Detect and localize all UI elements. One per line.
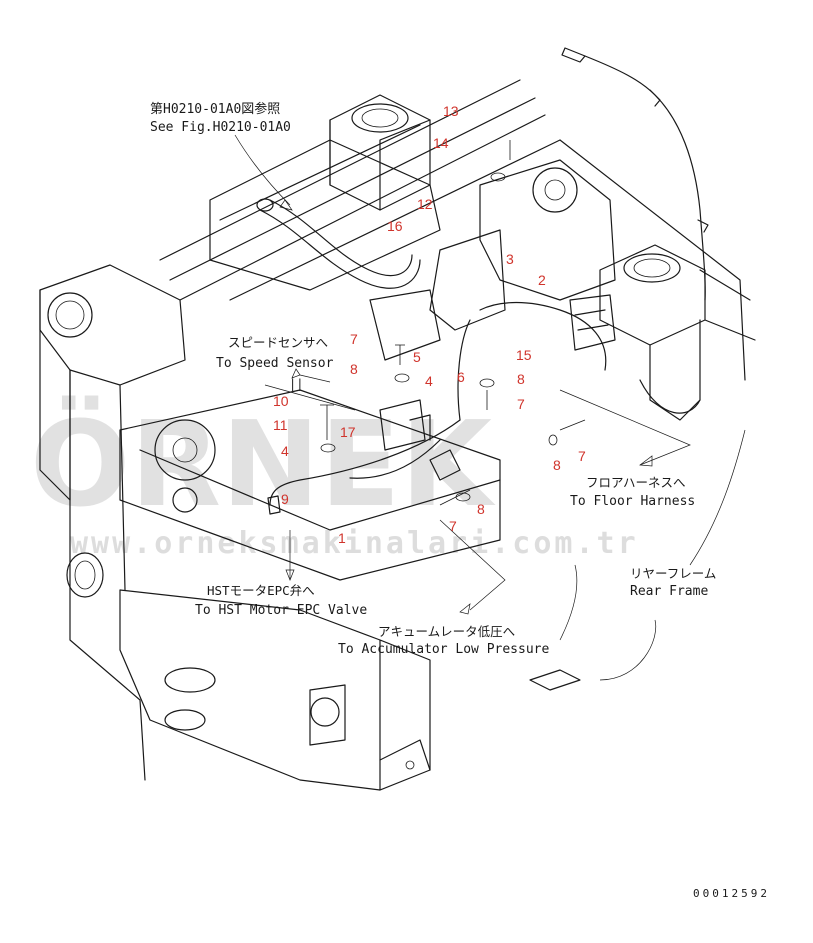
ref-figure-label-ja: 第H0210-01A0図参照 <box>150 101 280 117</box>
part-number-17: 17 <box>340 424 356 440</box>
floor-harness-label-ja: フロアハーネスへ <box>586 475 686 490</box>
accumulator-label-ja: アキュームレータ低圧へ <box>378 624 515 639</box>
part-number-4: 4 <box>425 373 433 389</box>
rear-frame-drawing <box>39 47 756 791</box>
part-number-8: 8 <box>350 361 358 377</box>
part-number-7: 7 <box>449 518 457 534</box>
part-number-15: 15 <box>516 347 532 363</box>
rear-frame-label-en: Rear Frame <box>630 584 708 599</box>
part-number-8: 8 <box>517 371 525 387</box>
part-numbers: 1 2 3 4 4 5 6 7 7 7 7 8 8 8 8 9 10 11 12… <box>273 103 586 546</box>
part-number-5: 5 <box>413 349 421 365</box>
speed-sensor-label-ja: スピードセンサへ <box>228 335 328 350</box>
part-number-4: 4 <box>281 443 289 459</box>
rear-frame-label-ja: リヤーフレーム <box>630 566 716 581</box>
part-number-13: 13 <box>443 103 459 119</box>
part-number-7: 7 <box>517 396 525 412</box>
floor-harness-label-en: To Floor Harness <box>570 494 695 509</box>
ref-figure-label-en: See Fig.H0210-01A0 <box>150 120 291 135</box>
part-number-10: 10 <box>273 393 289 409</box>
callouts: 第H0210-01A0図参照 See Fig.H0210-01A0 スピードセン… <box>150 101 716 657</box>
equals-mark: || <box>289 377 303 391</box>
watermark-site: www.orneksmakinalari.com.tr <box>70 526 639 561</box>
drawing-number: 00012592 <box>693 887 770 900</box>
part-number-3: 3 <box>506 251 514 267</box>
part-number-9: 9 <box>281 491 289 507</box>
part-number-12: 12 <box>417 196 433 212</box>
hst-label-ja: HSTモータEPC弁へ <box>207 583 315 598</box>
accumulator-label-en: To Accumulator Low Pressure <box>338 642 549 657</box>
part-number-1: 1 <box>338 530 346 546</box>
part-number-16: 16 <box>387 218 403 234</box>
part-number-14: 14 <box>433 135 449 151</box>
part-number-11: 11 <box>273 417 288 433</box>
part-number-7: 7 <box>350 331 358 347</box>
part-number-2: 2 <box>538 272 546 288</box>
part-number-8: 8 <box>477 501 485 517</box>
part-number-7: 7 <box>578 448 586 464</box>
part-number-8: 8 <box>553 457 561 473</box>
leader-lines <box>234 134 746 681</box>
part-number-6: 6 <box>457 369 465 385</box>
speed-sensor-label-en: To Speed Sensor <box>216 356 334 371</box>
hst-label-en: To HST Motor EPC Valve <box>195 603 367 618</box>
